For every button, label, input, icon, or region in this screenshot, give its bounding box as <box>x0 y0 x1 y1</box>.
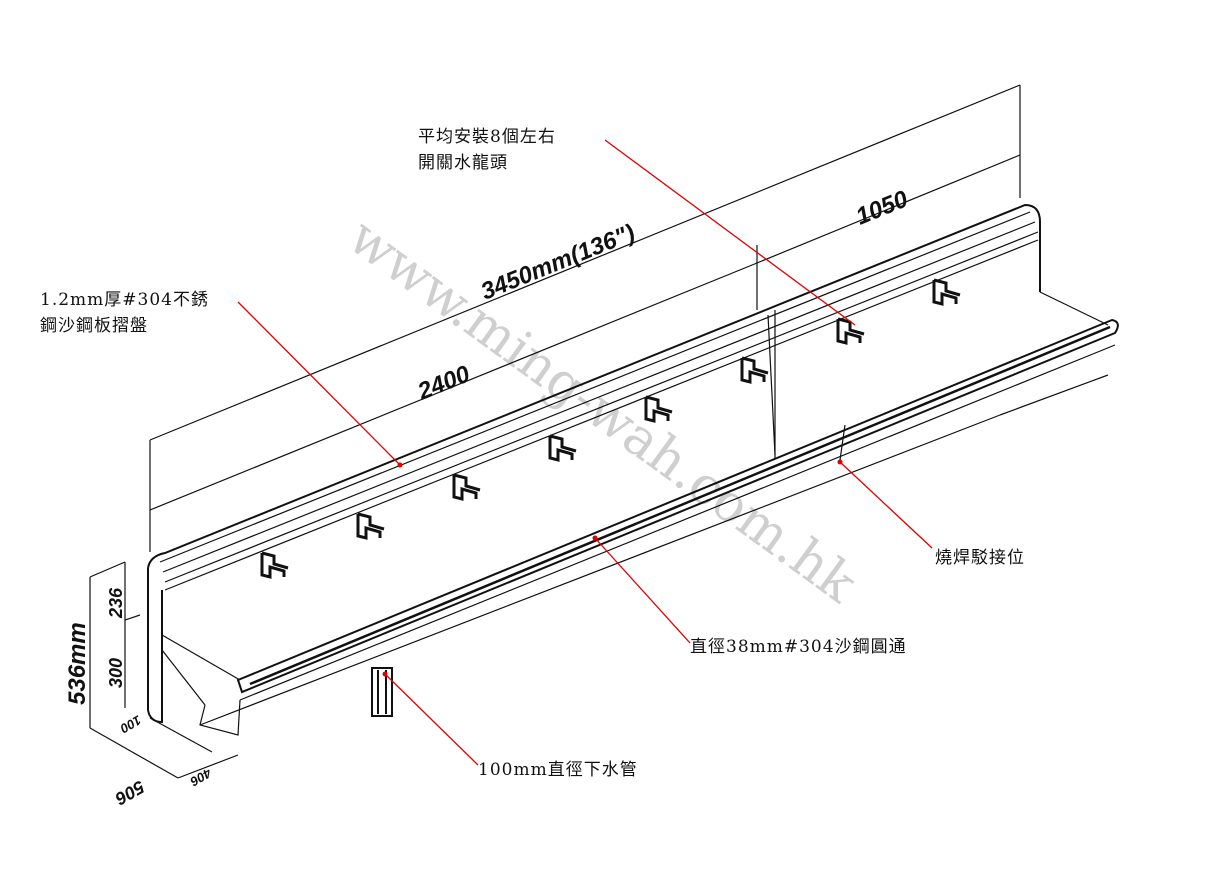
dim-300: 300 <box>106 658 126 688</box>
tube-label: 直徑38mm#304沙鋼圓通 <box>690 637 907 657</box>
faucet-label-line2: 開關水龍頭 <box>418 153 508 173</box>
faucet-icon <box>548 434 577 462</box>
tray-label: 1.2mm厚#304不銹 鋼沙鋼板摺盤 <box>40 287 209 339</box>
faucet-icon <box>644 395 673 423</box>
drain-pipe <box>371 667 393 717</box>
drain-label: 100mm直徑下水管 <box>478 760 638 780</box>
watermark: www.ming-wah.com.hk <box>337 207 867 615</box>
faucet-icon <box>836 317 865 345</box>
faucets <box>260 278 961 579</box>
faucet-icon <box>452 473 481 501</box>
dim-236: 236 <box>106 587 126 619</box>
trough <box>161 344 1116 736</box>
faucet-icon <box>260 551 289 579</box>
dim-1050: 1050 <box>852 185 912 230</box>
back-panel <box>147 203 1109 724</box>
tray-label-line2: 鋼沙鋼板摺盤 <box>40 316 148 336</box>
dim-506: 506 <box>111 777 148 810</box>
faucet-label-line1: 平均安裝8個左右 <box>418 127 556 147</box>
dim-total-length: 3450mm(136") <box>477 219 639 305</box>
dim-total-height: 536mm <box>64 622 91 705</box>
dim-406: 406 <box>187 765 215 790</box>
faucet-label: 平均安裝8個左右 開關水龍頭 <box>418 124 556 176</box>
tray-label-line1: 1.2mm厚#304不銹 <box>40 290 209 310</box>
dim-2400: 2400 <box>413 360 474 406</box>
faucet-icon <box>356 512 385 540</box>
faucet-icon <box>740 356 769 384</box>
weld-label: 燒焊駁接位 <box>935 548 1025 568</box>
dim-100: 100 <box>117 712 144 736</box>
faucet-icon <box>932 278 961 306</box>
dimension-lines <box>89 84 1021 779</box>
leader-lines <box>237 139 933 766</box>
front-rail-tube <box>236 318 1119 694</box>
